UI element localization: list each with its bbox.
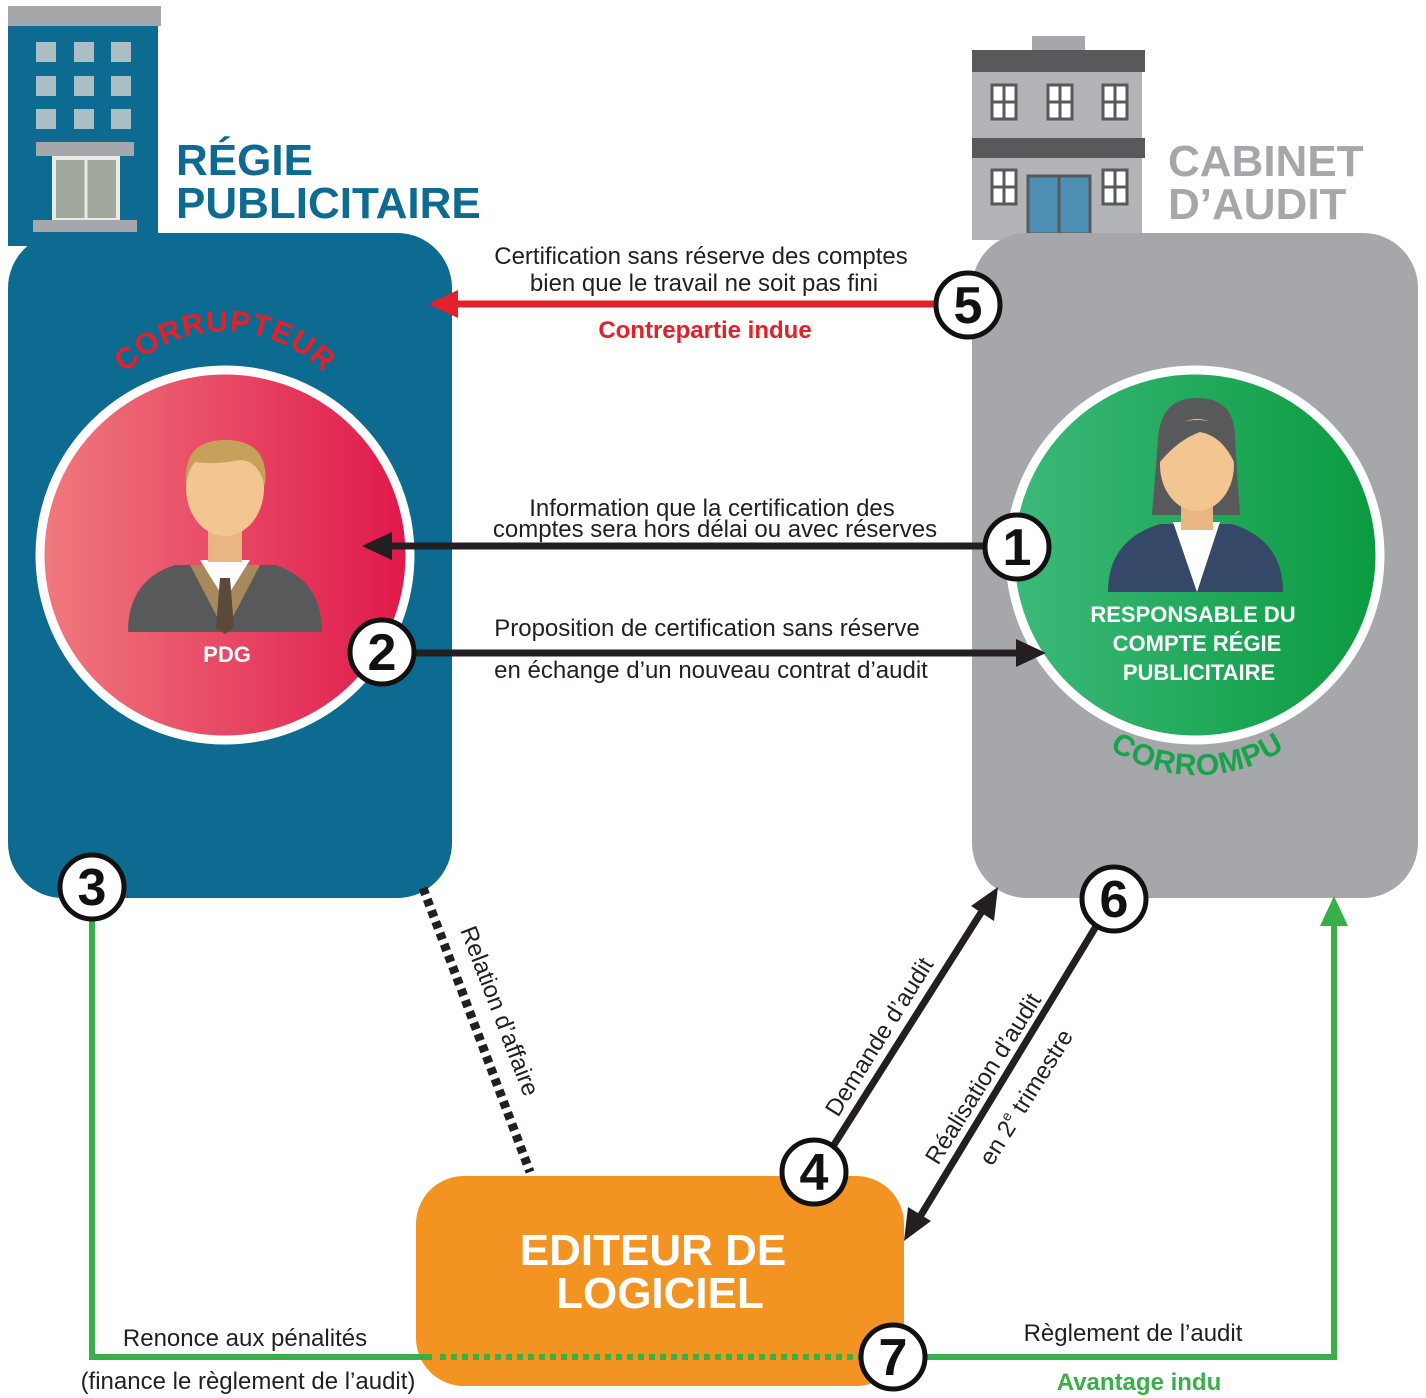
line-step3 — [89, 920, 432, 1360]
responsable-line3: PUBLICITAIRE — [1123, 660, 1275, 685]
step-number-2: 2 — [368, 624, 397, 682]
step2-text-line2: en échange d’un nouveau contrat d’audit — [494, 657, 928, 684]
step-number-7: 7 — [879, 1329, 908, 1387]
step-number-5: 5 — [954, 277, 983, 335]
step-badge-7: 7 — [858, 1322, 928, 1392]
relation-label: Relation d’affaire — [454, 922, 544, 1099]
step-number-6: 6 — [1100, 871, 1129, 929]
cabinet-title-line2: D’AUDIT — [1168, 180, 1347, 229]
cabinet-title-line1: CABINET — [1168, 137, 1364, 186]
editeur-line1: EDITEUR DE — [520, 1226, 786, 1275]
regie-title-line1: RÉGIE — [176, 135, 313, 185]
audit-building-icon — [972, 36, 1145, 240]
office-building-icon — [8, 6, 161, 246]
arrow-step6 — [915, 898, 1115, 1222]
regie-title-line2: PUBLICITAIRE — [176, 179, 481, 228]
step1-text-line2: comptes sera hors délai ou avec réserves — [493, 516, 937, 543]
step3-text-line1: Renonce aux pénalités — [123, 1325, 367, 1352]
step5-tag: Contrepartie indue — [598, 317, 811, 344]
step5-text-line2: bien que le travail ne soit pas fini — [530, 270, 878, 297]
editeur-line2: LOGICIEL — [556, 1269, 764, 1318]
step6-line2-pre: en 2 — [974, 1116, 1022, 1170]
step7-label: Règlement de l’audit — [1024, 1320, 1243, 1347]
step-number-1: 1 — [1003, 519, 1032, 577]
editeur-box — [416, 1176, 904, 1386]
arrow-step4 — [815, 906, 987, 1172]
step-number-4: 4 — [800, 1144, 829, 1202]
step-badge-3: 3 — [57, 852, 127, 922]
step7-tag: Avantage indu — [1057, 1369, 1221, 1396]
responsable-line2: COMPTE RÉGIE — [1113, 631, 1282, 656]
step-badge-6: 6 — [1079, 864, 1149, 934]
step1-text-line1: Information que la certification des — [529, 495, 895, 522]
step4-label: Demande d’audit — [820, 953, 939, 1121]
businesswoman-avatar-icon — [1108, 398, 1283, 592]
step-badge-5: 5 — [933, 270, 1003, 340]
step-number-3: 3 — [78, 859, 107, 917]
step-badge-4: 4 — [779, 1137, 849, 1207]
responsable-line1: RESPONSABLE DU — [1090, 602, 1295, 627]
step5-text-line1: Certification sans réserve des comptes — [494, 243, 908, 270]
step-badge-1: 1 — [982, 512, 1052, 582]
arrow-step7 — [926, 920, 1337, 1360]
relation-dashed-line — [418, 886, 535, 1174]
step3-text-line2: (finance le règlement de l’audit) — [81, 1368, 416, 1395]
step2-text-line1: Proposition de certification sans réserv… — [494, 615, 920, 642]
step-badge-2: 2 — [347, 617, 417, 687]
pdg-label: PDG — [203, 642, 251, 667]
businessman-avatar-icon — [128, 440, 322, 634]
